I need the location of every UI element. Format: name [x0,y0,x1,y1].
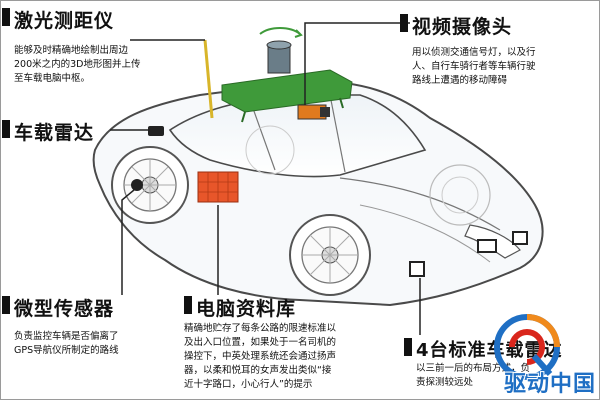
camera-description: 用以侦测交通信号灯，以及行 人、自行车骑行者等车辆行驶 路线上遭遇的移动障碍 [412,46,598,88]
camera-unit [297,104,330,120]
computer-title: 电脑资料库 [196,298,297,320]
lidar-description: 能够及时精确地绘制出周边 200米之内的3D地形图并上传 至车载电脑中枢。 [14,44,204,86]
sensor-description: 负责监控车辆是否偏离了 GPS导航仪所制定的路线 [14,330,184,358]
camera-desc-line: 人、自行车骑行者等车辆行驶 [412,61,536,72]
camera-title-marker [400,14,408,32]
radar-title: 车载雷达 [14,122,95,144]
lidar-desc-line: 至车载电脑中枢。 [14,73,91,84]
lidar-desc-line: 能够及时精确地绘制出周边 [14,45,129,56]
sensor-desc-line: GPS导航仪所制定的路线 [14,345,119,356]
computer-desc-line: 近十字路口，小心行人”的提示 [184,379,313,390]
lidar-unit [259,27,303,74]
computer-box [197,171,239,203]
front-radar-3 [512,231,528,245]
lidar-title-marker [2,8,10,26]
camera-desc-line: 路线上遭遇的移动障碍 [412,75,508,86]
lidar-title: 激光测距仪 [14,10,115,32]
camera-desc-line: 用以侦测交通信号灯，以及行 [412,47,536,58]
radars4-desc-line: 责探测较远处 [416,377,474,388]
watermark-text: 驱动中国 [503,372,596,397]
lidar-mount [221,69,353,113]
lidar-desc-line: 200米之内的3D地形图并上传 [14,59,141,70]
sensor-desc-line: 负责监控车辆是否偏离了 [14,331,119,342]
computer-title-marker [184,296,192,314]
sensor-title-marker [2,296,10,314]
front-wheel [289,214,371,296]
rear-radar [148,126,164,136]
computer-description: 精确地贮存了每条公路的限速标准以 及出入口位置，如果处于一名司机的 操控下，中英… [184,322,394,392]
computer-desc-line: 操控下，中英处理系统还会通过扬声 [184,351,337,362]
computer-desc-line: 器，以柔和悦耳的女声发出类似“接 [184,365,332,376]
radars4-title-marker [404,338,412,356]
radar-title-marker [2,120,10,138]
radars4-description: 以三前一后的布局方式，负 责探测较远处 [416,362,596,390]
sensor-title: 微型传感器 [14,298,115,320]
radars4-desc-line: 以三前一后的布局方式，负 [416,363,531,374]
radars4-title: 4台标准车载雷达 [416,340,563,361]
front-radar-2 [477,239,497,253]
computer-desc-line: 及出入口位置，如果处于一名司机的 [184,337,337,348]
micro-sensor [131,179,143,191]
computer-desc-line: 精确地贮存了每条公路的限速标准以 [184,323,337,334]
camera-title: 视频摄像头 [412,16,513,38]
qudong-logo-icon [494,314,560,380]
antenna [203,39,214,119]
front-radar-1 [409,261,425,277]
rear-wheel [111,146,189,224]
